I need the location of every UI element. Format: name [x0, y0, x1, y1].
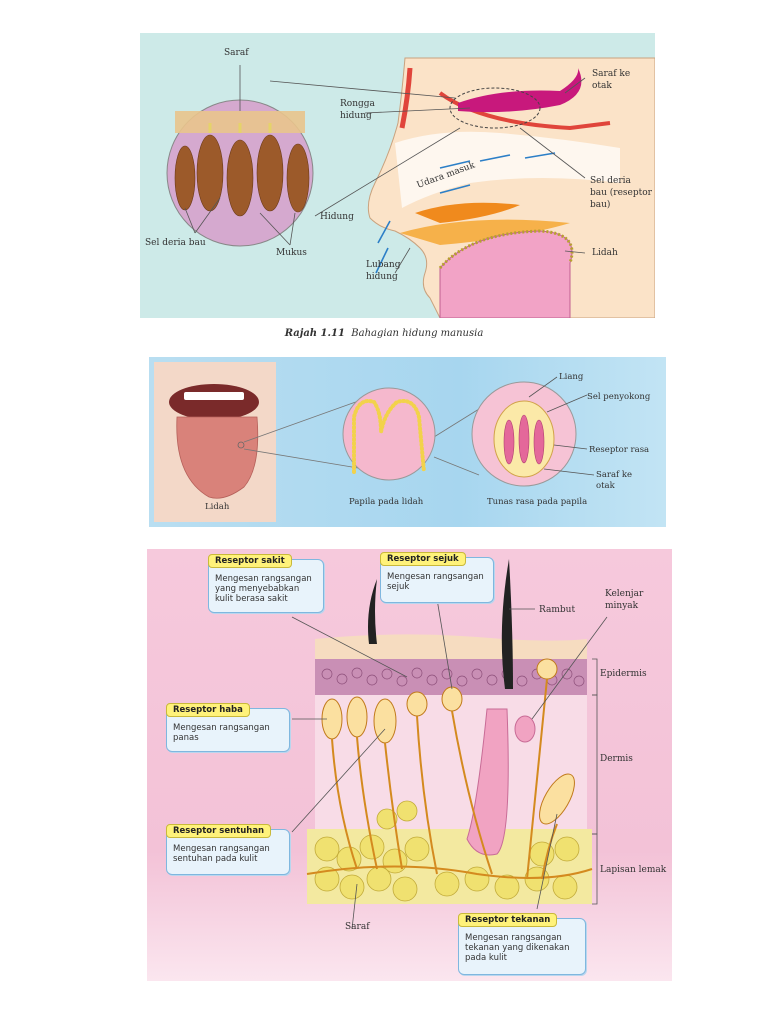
info-title-reseptor-tekanan: Reseptor tekanan	[458, 913, 558, 927]
label-saraf-skin: Saraf	[345, 922, 370, 932]
skin-leader-lines	[291, 598, 608, 930]
nerve-fibres	[208, 123, 272, 133]
label-saraf: Saraf	[224, 48, 249, 58]
tongue-photo	[176, 416, 259, 499]
info-title-reseptor-sakit: Reseptor sakit	[208, 554, 292, 568]
info-text-reseptor-sejuk: Mengesan rangsangan sejuk	[387, 572, 484, 592]
hair-follicle	[466, 708, 509, 856]
receptor-cells	[503, 414, 545, 465]
label-sel-deria-bau-reseptor-1: Sel deria	[590, 176, 631, 186]
label-lidah: Lidah	[592, 248, 618, 258]
leader-lines	[184, 65, 586, 274]
info-box-reseptor-sejuk: Reseptor sejuk Mengesan rangsangan sejuk	[380, 552, 494, 603]
open-mouth	[169, 384, 259, 420]
receptors	[321, 658, 575, 825]
palate	[400, 219, 570, 245]
nose-diagram: Saraf Saraf ke otak Rongga hidung Udara …	[145, 48, 655, 318]
label-rongga-hidung-2: hidung	[340, 111, 372, 121]
olfactory-cells	[174, 134, 310, 217]
tongue-diagram: Liang Sel penyokong Reseptor rasa Saraf …	[154, 362, 651, 522]
papilla-marker	[237, 441, 245, 449]
info-title-reseptor-sentuhan: Reseptor sentuhan	[166, 824, 272, 838]
info-title-reseptor-haba: Reseptor haba	[166, 703, 250, 717]
label-dermis: Dermis	[600, 754, 633, 764]
label-lapisan-lemak: Lapisan lemak	[600, 865, 667, 875]
label-saraf-ke-otak-2: otak	[592, 81, 612, 91]
label-lubang-hidung-1: Lubang	[366, 260, 401, 270]
label-lubang-hidung-2: hidung	[366, 272, 398, 282]
skin-diagram-panel: Rambut Kelenjar minyak Epidermis Dermis …	[147, 549, 672, 981]
label-papila-pada-lidah: Papila pada lidah	[349, 497, 424, 507]
label-liang: Liang	[559, 372, 584, 382]
olfactory-epithelium-top	[175, 111, 305, 133]
label-hidung: Hidung	[320, 212, 354, 222]
label-lidah-photo: Lidah	[205, 502, 230, 512]
olfactory-bulb	[458, 68, 582, 113]
info-text-reseptor-sakit: Mengesan rangsangan yang menyebabkan kul…	[215, 574, 312, 604]
hair-left	[368, 579, 377, 644]
nose-diagram-panel: Saraf Saraf ke otak Rongga hidung Udara …	[140, 33, 655, 318]
info-box-reseptor-sakit: Reseptor sakit Mengesan rangsangan yang …	[208, 554, 324, 613]
tongue-surface	[438, 229, 574, 269]
fat-cells	[314, 800, 580, 902]
caption-text: Bahagian hidung manusia	[351, 328, 484, 339]
nasal-roof	[438, 91, 611, 131]
info-box-reseptor-tekanan: Reseptor tekanan Mengesan rangsangan tek…	[458, 913, 586, 975]
sebaceous-gland	[514, 715, 536, 743]
tongue-leader-lines	[528, 376, 595, 476]
label-tunas-rasa: Tunas rasa pada papila	[487, 497, 587, 507]
label-rongga-hidung-1: Rongga	[340, 99, 376, 109]
teeth	[184, 392, 244, 400]
papilla-circle	[342, 387, 436, 481]
label-saraf-ke-otak-tongue-2: otak	[596, 481, 616, 491]
zoom-lines	[243, 398, 480, 476]
label-reseptor-rasa: Reseptor rasa	[589, 445, 649, 455]
nasal-cavity	[395, 131, 620, 208]
label-kelenjar-minyak-2: minyak	[605, 601, 639, 611]
caption-label: Rajah 1.11	[284, 328, 345, 339]
label-mukus: Mukus	[276, 248, 307, 258]
label-saraf-ke-otak-1: Saraf ke	[592, 69, 630, 79]
info-box-reseptor-haba: Reseptor haba Mengesan rangsangan panas	[166, 703, 290, 752]
info-text-reseptor-haba: Mengesan rangsangan panas	[173, 723, 270, 743]
info-text-reseptor-sentuhan: Mengesan rangsangan sentuhan pada kulit	[173, 844, 270, 864]
airflow-arrows	[375, 152, 556, 274]
label-kelenjar-minyak-1: Kelenjar	[605, 589, 644, 599]
label-sel-penyokong: Sel penyokong	[587, 392, 651, 402]
label-saraf-ke-otak-tongue-1: Saraf ke	[596, 470, 632, 480]
label-sel-deria-bau-reseptor-3: bau)	[590, 199, 610, 210]
nerves	[306, 678, 593, 880]
label-sel-deria-bau-reseptor-2: bau (reseptor	[590, 187, 653, 198]
info-box-reseptor-sentuhan: Reseptor sentuhan Mengesan rangsangan se…	[166, 824, 290, 875]
olfactory-zoom-ring	[449, 87, 541, 129]
papilla-taste-buds	[352, 399, 426, 474]
figure-caption: Rajah 1.11 Bahagian hidung manusia	[0, 328, 768, 339]
skin-diagram: Rambut Kelenjar minyak Epidermis Dermis …	[291, 559, 667, 932]
nasal-bone	[399, 67, 413, 129]
label-sel-deria-bau: Sel deria bau	[145, 238, 206, 248]
info-text-reseptor-tekanan: Mengesan rangsangan tekanan yang dikenak…	[465, 933, 570, 963]
layer-brackets	[592, 658, 598, 905]
hair-right	[501, 559, 513, 689]
skin-surface	[315, 634, 587, 667]
info-title-reseptor-sejuk: Reseptor sejuk	[380, 552, 466, 566]
label-rambut: Rambut	[539, 605, 575, 615]
tongue-diagram-panel: Liang Sel penyokong Reseptor rasa Saraf …	[149, 357, 666, 527]
label-epidermis: Epidermis	[600, 669, 647, 679]
turbinate	[415, 202, 520, 223]
